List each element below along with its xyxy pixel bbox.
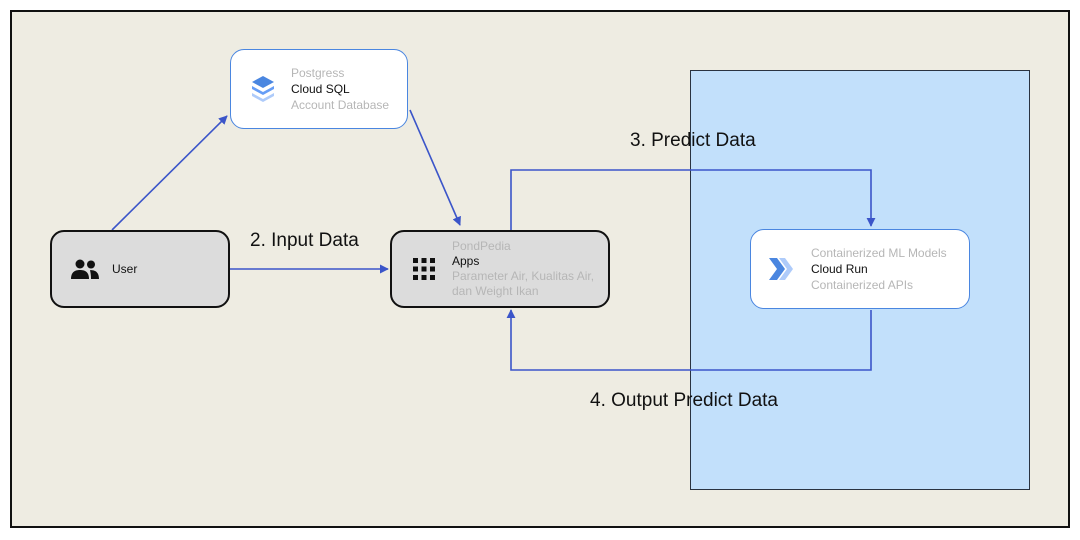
edge-label-input-data: 2. Input Data bbox=[250, 230, 359, 251]
user-node[interactable]: User bbox=[50, 230, 230, 308]
cloudrun-node[interactable]: Containerized ML Models Cloud Run Contai… bbox=[750, 229, 970, 309]
apps-subtitle-line2: dan Weight Ikan bbox=[452, 284, 539, 298]
edge-predict-data bbox=[510, 169, 876, 230]
apps-node[interactable]: PondPedia Apps Parameter Air, Kualitas A… bbox=[390, 230, 610, 308]
edge-output-predict-data bbox=[506, 309, 872, 371]
edge-cloudsql-to-apps bbox=[409, 109, 461, 226]
cloudsql-title: Cloud SQL bbox=[291, 82, 350, 96]
user-label: User bbox=[112, 262, 138, 276]
cloudrun-subtitle: Containerized APIs bbox=[811, 278, 914, 292]
edge-label-output-predict-data: 4. Output Predict Data bbox=[590, 390, 778, 411]
cloud-sql-icon bbox=[249, 73, 277, 105]
apps-title: Apps bbox=[452, 254, 480, 268]
cloudsql-top-label: Postgress bbox=[291, 66, 345, 80]
apps-subtitle-line1: Parameter Air, Kualitas Air, bbox=[452, 269, 595, 283]
cloudrun-top-label: Containerized ML Models bbox=[811, 246, 947, 260]
apps-top-label: PondPedia bbox=[452, 239, 511, 253]
cloudsql-subtitle: Account Database bbox=[291, 98, 390, 112]
grid-apps-icon bbox=[412, 257, 436, 281]
users-icon bbox=[68, 257, 102, 281]
cloudrun-title: Cloud Run bbox=[811, 262, 868, 276]
cloudsql-node[interactable]: Postgress Cloud SQL Account Database bbox=[230, 49, 408, 129]
edge-user-to-cloudsql bbox=[111, 115, 228, 231]
cloud-run-icon bbox=[769, 257, 795, 281]
edge-label-predict-data: 3. Predict Data bbox=[630, 130, 756, 151]
